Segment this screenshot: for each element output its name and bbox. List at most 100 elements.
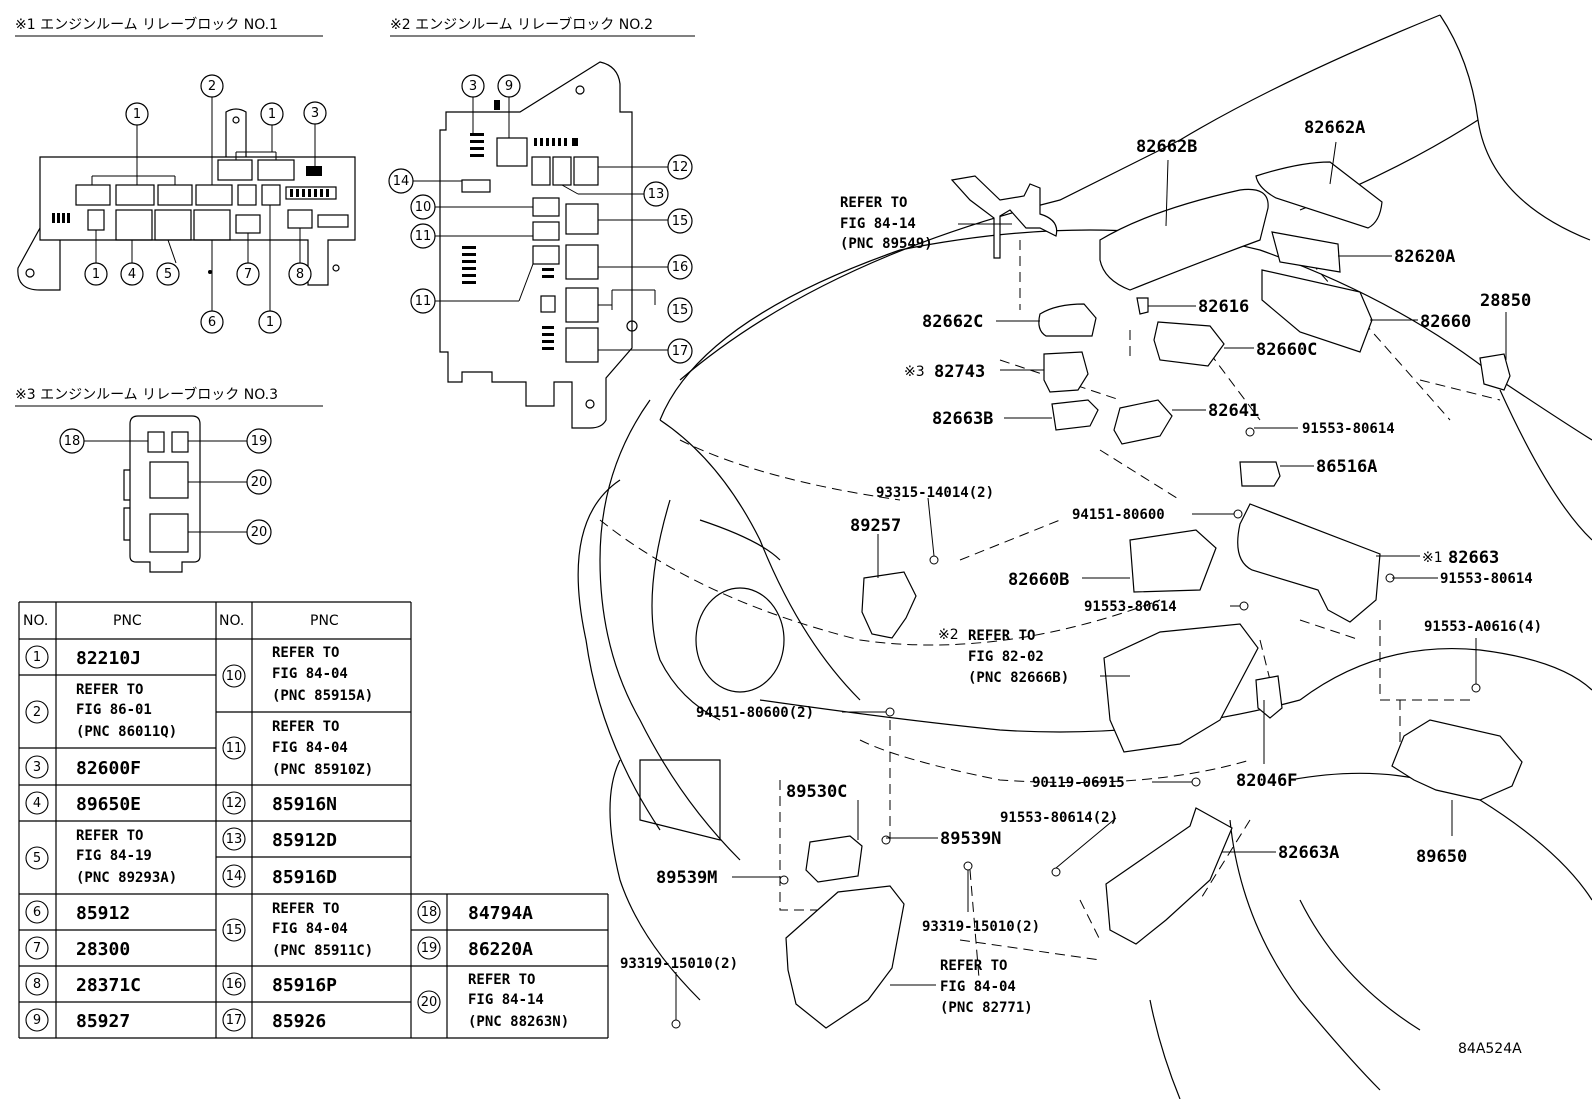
callout-11-b: 11 (415, 294, 432, 309)
relay-block-2-callout-numbers: 3 9 12 13 14 10 11 15 16 11 15 17 (393, 79, 689, 359)
table-pnc-5-line1: REFER TO (76, 828, 143, 844)
bracket-89549 (950, 175, 1058, 259)
pnc-table-number-text: 1 2 3 4 5 6 7 8 9 10 11 12 13 14 15 16 1… (33, 650, 437, 1028)
relay-block-3-drawing (123, 415, 201, 573)
table-pnc-7: 28300 (76, 939, 130, 960)
label-93315-14014: 93315-14014(2) (876, 485, 994, 501)
label-94151-80600-2: 94151-80600(2) (696, 705, 814, 721)
table-pnc-15-line3: (PNC 85911C) (272, 943, 373, 959)
label-82663-mark: ※1 (1422, 550, 1443, 566)
relay-block-case-lower (785, 885, 905, 1029)
sensor-28850 (1479, 353, 1511, 391)
label-refer-to-82771-line2: FIG 84-04 (940, 979, 1016, 995)
table-no-19: 19 (421, 941, 438, 956)
table-no-20: 20 (421, 995, 438, 1010)
label-82662C: 82662C (922, 312, 983, 332)
label-82660B: 82660B (1008, 570, 1069, 590)
ecu-89650 (1391, 719, 1523, 801)
table-pnc-12: 85916N (272, 794, 337, 815)
label-90119-06915: 90119-06915 (1032, 775, 1125, 791)
label-refer-to-82666B-line1: REFER TO (968, 628, 1035, 644)
label-82662B: 82662B (1136, 137, 1197, 157)
battery-tray-82666B (1103, 623, 1259, 753)
callout-3-b: 3 (469, 79, 477, 94)
callout-3-a: 3 (311, 106, 319, 121)
callout-16: 16 (672, 260, 689, 275)
table-pnc-15-line1: REFER TO (272, 901, 339, 917)
callout-15-a: 15 (672, 214, 689, 229)
label-86516A: 86516A (1316, 457, 1377, 477)
label-89650: 89650 (1416, 847, 1467, 867)
table-pnc-20-line2: FIG 84-14 (468, 992, 544, 1008)
holder-82660B (1129, 529, 1217, 593)
table-pnc-16: 85916P (272, 975, 337, 996)
table-pnc-20-line1: REFER TO (468, 972, 535, 988)
label-91553-80614-b: 91553-80614 (1440, 571, 1533, 587)
table-pnc-2-line3: (PNC 86011Q) (76, 724, 177, 740)
relay-block-3-leaders (84, 440, 247, 533)
callout-1-a: 1 (133, 107, 141, 122)
table-no-10: 10 (226, 669, 243, 684)
label-82663A: 82663A (1278, 843, 1339, 863)
table-pnc-20-line3: (PNC 88263N) (468, 1014, 569, 1030)
table-no-14: 14 (226, 869, 243, 884)
relay-block-cover-82662B (1099, 188, 1269, 291)
relay-block-2-callouts (388, 74, 693, 364)
label-82620A: 82620A (1394, 247, 1455, 267)
callout-12: 12 (672, 160, 689, 175)
table-pnc-13: 85912D (272, 830, 337, 851)
table-no-8: 8 (33, 977, 41, 992)
table-no-16: 16 (226, 977, 243, 992)
connector-82641 (1113, 399, 1173, 445)
part-sketches (785, 161, 1523, 1029)
relay-block-2-drawing (439, 61, 638, 429)
callout-11-a: 11 (415, 229, 432, 244)
table-no-1: 1 (33, 650, 41, 665)
table-pnc-11-line1: REFER TO (272, 719, 339, 735)
callout-8: 8 (296, 267, 304, 282)
pnc-table: NO. PNC NO. PNC 1 2 3 4 5 6 7 8 (18, 601, 609, 1039)
cover-82663A (1105, 807, 1233, 945)
relay-block-2-leaders (413, 97, 668, 351)
callout-2: 2 (208, 79, 216, 94)
label-93319-15010-a: 93319-15010(2) (922, 919, 1040, 935)
module-89530C (805, 835, 863, 883)
table-pnc-5-line3: (PNC 89293A) (76, 870, 177, 886)
label-82743: 82743 (934, 362, 985, 382)
label-89539N: 89539N (940, 829, 1001, 849)
label-91553-80614-a: 91553-80614 (1302, 421, 1395, 437)
table-pnc-9: 85927 (76, 1011, 130, 1032)
label-28850: 28850 (1480, 291, 1531, 311)
callout-1-d: 1 (266, 315, 274, 330)
table-pnc-2-line1: REFER TO (76, 682, 143, 698)
table-pnc-18: 84794A (468, 903, 533, 924)
callout-14: 14 (393, 174, 410, 189)
label-89539M: 89539M (656, 868, 717, 888)
pnc-table-grid (18, 601, 609, 1039)
table-pnc-2-line2: FIG 86-01 (76, 702, 152, 718)
ecu-89257 (861, 571, 917, 639)
table-no-17: 17 (226, 1013, 243, 1028)
table-pnc-8: 28371C (76, 975, 141, 996)
relay-block-frame-82660 (1261, 269, 1373, 353)
table-header-no-left: NO. (23, 613, 48, 629)
label-91553-A0616: 91553-A0616(4) (1424, 619, 1542, 635)
table-no-9: 9 (33, 1013, 41, 1028)
part-leader-lines (675, 141, 1507, 1020)
table-no-3: 3 (33, 760, 41, 775)
figure-code: 84A524A (1458, 1041, 1522, 1057)
label-82616: 82616 (1198, 297, 1249, 317)
table-header-pnc-left: PNC (113, 613, 142, 629)
holder-82660C (1153, 321, 1225, 367)
callout-20-a: 20 (251, 475, 268, 490)
table-pnc-4: 89650E (76, 794, 141, 815)
table-pnc-11-line2: FIG 84-04 (272, 740, 348, 756)
callout-5: 5 (164, 267, 172, 282)
bracket-82046F (1255, 675, 1283, 719)
pnc-table-values: 82210J REFER TO FIG 86-01 (PNC 86011Q) 8… (76, 645, 569, 1032)
callout-7: 7 (244, 267, 252, 282)
label-refer-to-89549-line2: FIG 84-14 (840, 216, 916, 232)
relay-block-1-callout-numbers: 1 2 1 3 1 4 5 7 8 6 1 (92, 79, 319, 330)
callout-10: 10 (415, 200, 432, 215)
